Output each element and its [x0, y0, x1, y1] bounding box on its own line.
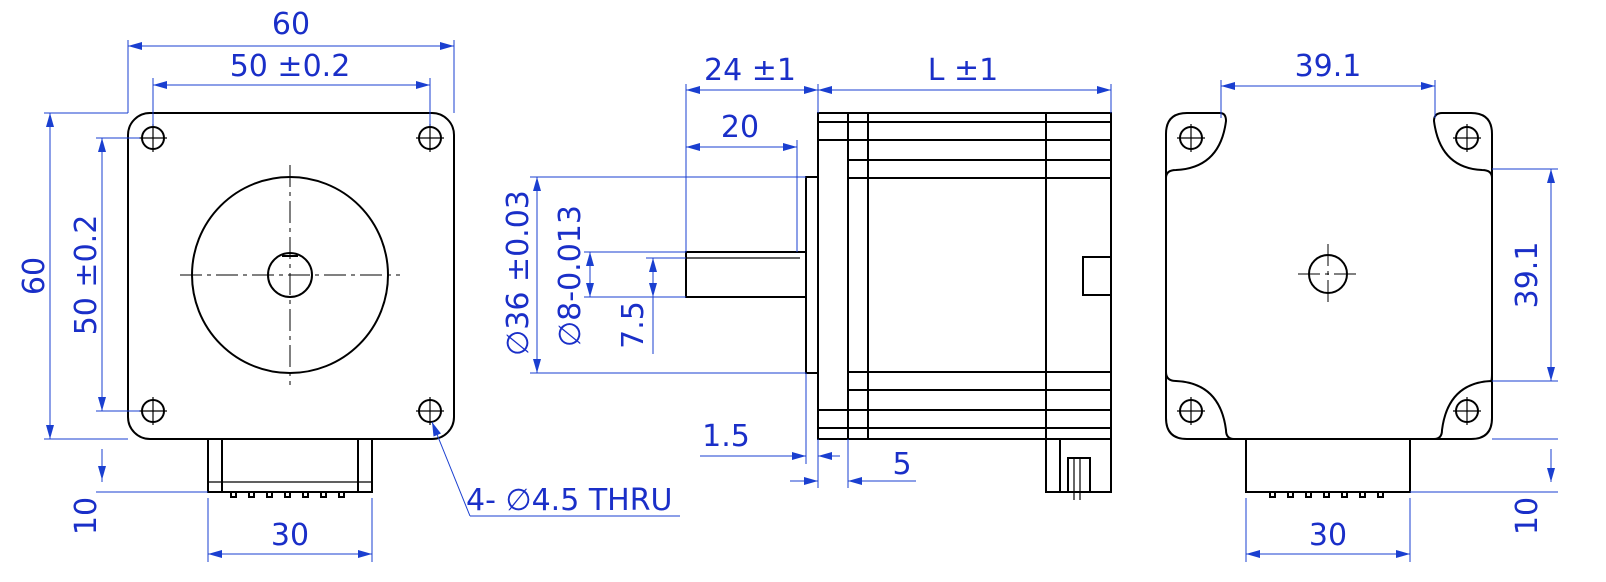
dim-rear-connector-width: 30	[1245, 498, 1411, 562]
dim-rear-height: 39.1	[1492, 168, 1558, 382]
dim-rear-width: 39.1	[1220, 49, 1436, 118]
dim-body-length: L ±1	[818, 53, 1112, 113]
rear-view: 39.1 39.1 10 30	[1165, 49, 1558, 562]
front-connector-height-label: 10	[69, 497, 104, 535]
dim-front-connector-height: 10	[69, 438, 208, 535]
rear-mount-holes	[1177, 124, 1481, 425]
side-connector	[1045, 438, 1112, 500]
dim-flange-thickness: 5	[790, 439, 916, 488]
dim-shaft-diameter: ∅8-0.013	[553, 205, 686, 347]
side-pilot	[805, 176, 819, 374]
dim-flat-length: 20	[686, 110, 798, 252]
dim-front-hole-h: 50 ±0.2	[152, 49, 431, 126]
rear-connector-height-label: 10	[1510, 497, 1545, 535]
side-view: 24 ±1 L ±1 20 ∅36 ±0.03	[501, 53, 1112, 500]
front-height-label: 60	[17, 257, 52, 295]
side-shaft	[685, 251, 807, 298]
flat-depth-label: 7.5	[616, 301, 651, 349]
dim-pilot-diameter: ∅36 ±0.03	[501, 176, 806, 374]
front-hole-v-label: 50 ±0.2	[69, 215, 104, 336]
pilot-diameter-label: ∅36 ±0.03	[501, 190, 536, 356]
hole-callout: 4- ∅4.5 THRU	[428, 420, 680, 518]
dim-front-height: 60	[17, 112, 128, 440]
dim-front-width: 60	[127, 7, 455, 113]
side-boss	[1082, 256, 1112, 296]
front-flange-outline	[127, 112, 455, 440]
dim-rear-connector-height: 10	[1410, 438, 1558, 535]
front-hole-h-label: 50 ±0.2	[230, 49, 351, 84]
dim-front-connector-width: 30	[207, 498, 373, 562]
rear-width-label: 39.1	[1295, 49, 1362, 84]
pilot-height-label: 1.5	[702, 419, 750, 454]
body-length-label: L ±1	[928, 53, 998, 88]
rear-connector	[1245, 438, 1411, 498]
front-connector	[207, 438, 373, 498]
flange-thickness-label: 5	[892, 447, 911, 482]
rear-connector-width-label: 30	[1309, 518, 1347, 553]
side-flange	[817, 112, 849, 440]
dim-front-hole-v: 50 ±0.2	[69, 137, 140, 412]
rear-outline	[1165, 112, 1493, 440]
front-mount-holes	[139, 124, 444, 425]
shaft-diameter-label: ∅8-0.013	[553, 205, 588, 347]
dim-pilot-height: 1.5	[700, 373, 840, 488]
front-width-label: 60	[272, 7, 310, 42]
rear-height-label: 39.1	[1510, 242, 1545, 309]
dim-shaft-length: 24 ±1	[685, 53, 819, 252]
front-view: 60 50 ±0.2 60 50 ±0.2	[17, 7, 680, 562]
shaft-length-label: 24 ±1	[704, 53, 796, 88]
front-connector-width-label: 30	[271, 518, 309, 553]
flat-length-label: 20	[721, 110, 759, 145]
dim-flat-depth: 7.5	[616, 257, 686, 354]
hole-callout-label: 4- ∅4.5 THRU	[466, 483, 673, 518]
